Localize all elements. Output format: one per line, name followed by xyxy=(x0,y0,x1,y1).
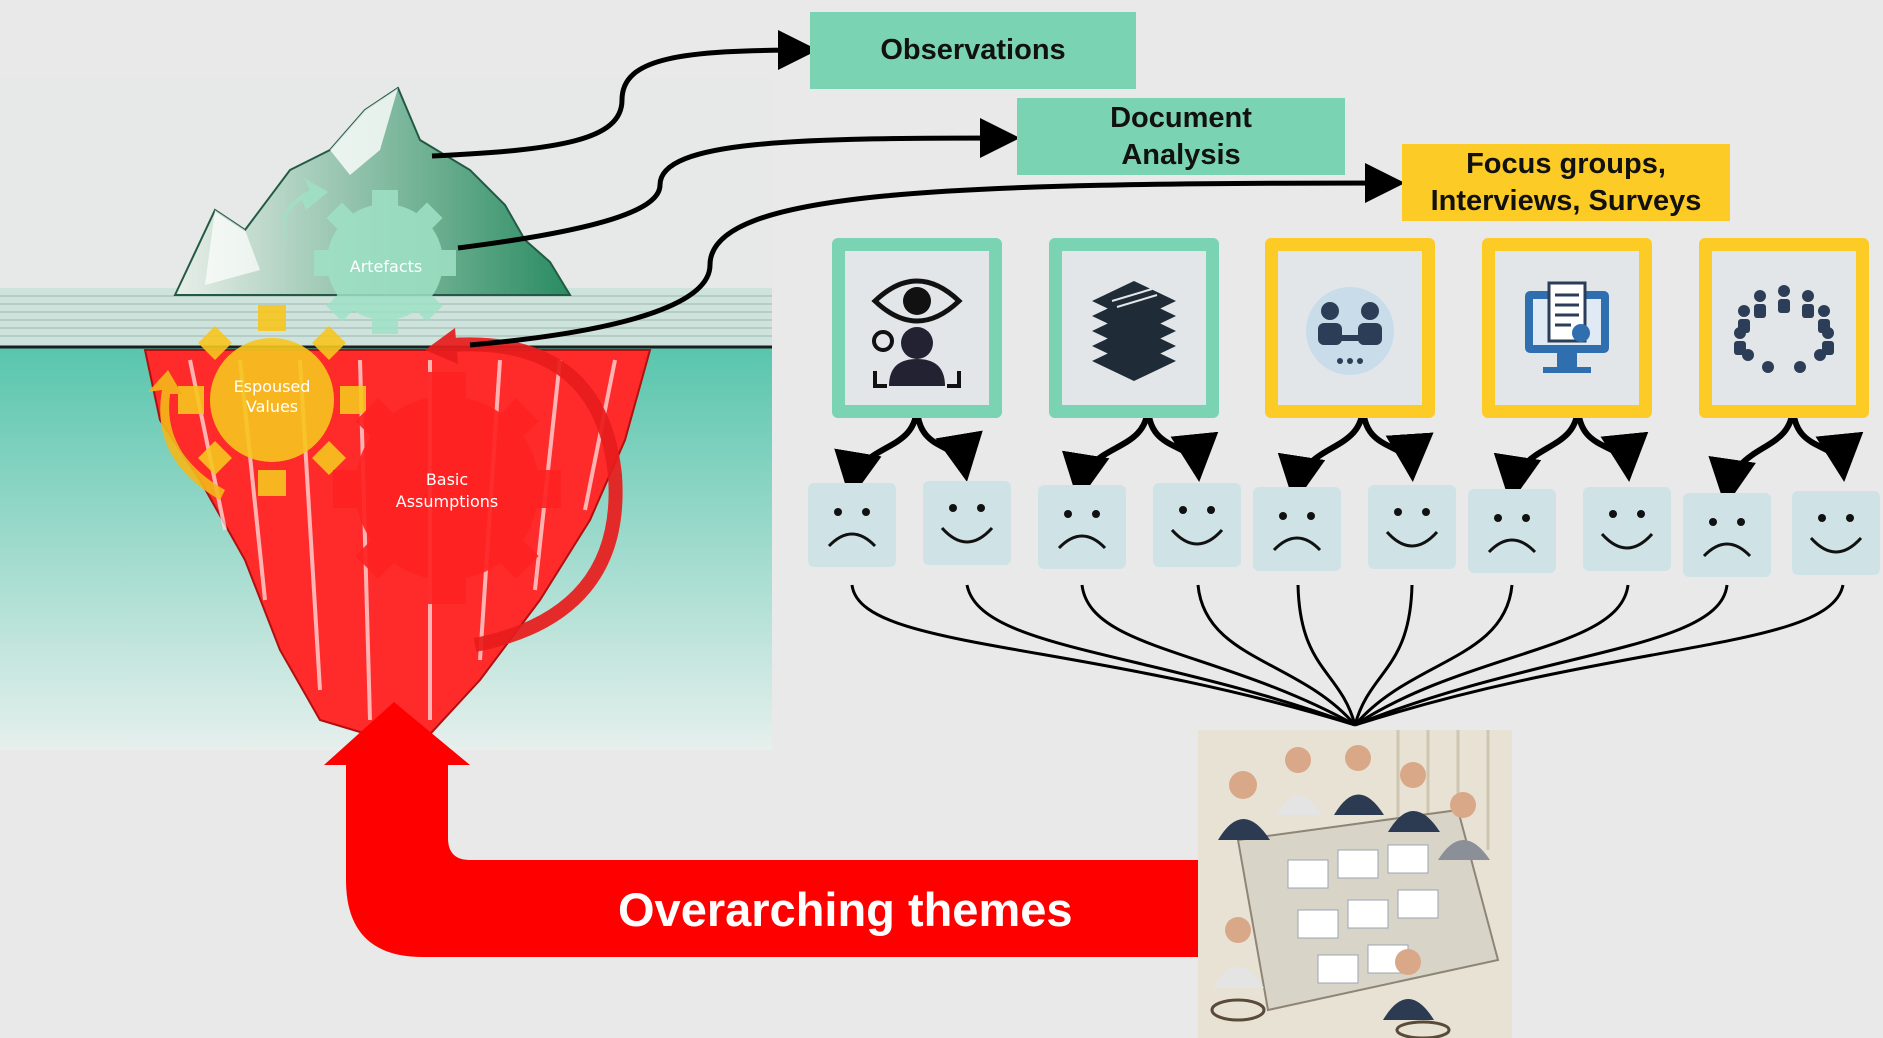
sad-face-icon xyxy=(808,483,896,567)
espoused-values-gear xyxy=(148,305,366,500)
fork-arrow xyxy=(1493,404,1581,504)
sad-face-icon xyxy=(1253,487,1341,571)
fork-arrow xyxy=(1708,404,1796,507)
online-survey-icon xyxy=(1525,281,1609,373)
sad-face-icon xyxy=(1038,485,1126,569)
focus-groups-label: Focus groups, Interviews, Surveys xyxy=(1430,147,1702,217)
sad-face-icon xyxy=(1468,489,1556,573)
happy-face-icon xyxy=(1792,491,1880,575)
fork-arrow xyxy=(1277,404,1366,504)
converge-line xyxy=(1354,584,1729,727)
converge-line xyxy=(1354,584,1630,727)
happy-face-icon xyxy=(1368,485,1456,569)
team-meeting-illustration xyxy=(1198,730,1512,1038)
focus-group-tile xyxy=(1265,238,1435,418)
interview-circle-icon xyxy=(1734,285,1834,373)
converge-line xyxy=(1196,584,1357,726)
observations-label: Observations xyxy=(880,34,1066,66)
happy-face-icon xyxy=(1153,483,1241,567)
document-analysis-box: Document Analysis xyxy=(1017,98,1345,175)
converge-line xyxy=(1080,584,1356,727)
document-stack-icon xyxy=(1092,281,1176,381)
happy-face-icon xyxy=(1583,487,1671,571)
focus-groups-box: Focus groups, Interviews, Surveys xyxy=(1402,144,1730,221)
interview-tile xyxy=(1699,238,1869,418)
converge-line xyxy=(1353,584,1414,726)
survey-tile xyxy=(1482,238,1652,418)
focus-group-meeting-icon xyxy=(1306,287,1394,375)
happy-face-icon xyxy=(923,481,1011,565)
converge-line xyxy=(1353,584,1514,726)
converge-line xyxy=(965,584,1356,727)
artefacts-label: Artefacts xyxy=(350,257,422,276)
converge-line xyxy=(850,584,1356,727)
overarching-themes-label: Overarching themes xyxy=(618,883,1073,936)
observation-tile xyxy=(832,238,1002,418)
artefacts-gear xyxy=(283,178,456,334)
observations-box: Observations xyxy=(810,12,1136,89)
converge-line xyxy=(1354,584,1845,727)
document-analysis-label: Document Analysis xyxy=(1110,101,1252,171)
observer-eye-icon xyxy=(871,278,963,388)
converge-line xyxy=(1296,584,1357,726)
document-tile xyxy=(1049,238,1219,418)
sad-face-icon xyxy=(1683,493,1771,577)
